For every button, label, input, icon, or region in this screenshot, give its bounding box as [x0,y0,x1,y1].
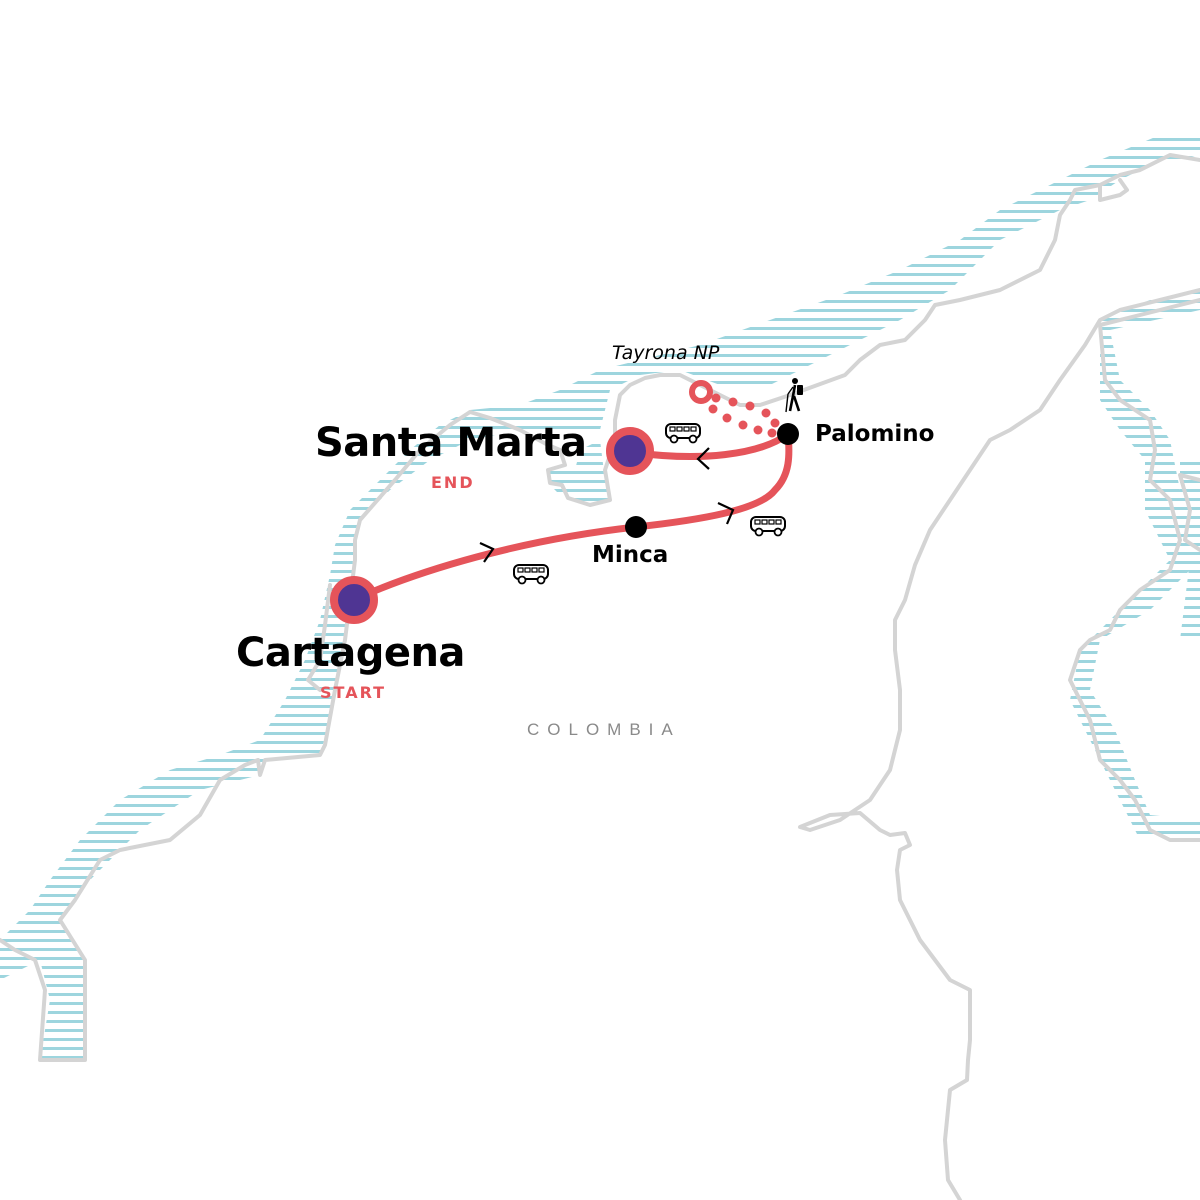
direction-arrows [479,447,735,563]
stop-minca[interactable] [625,516,647,538]
label-palomino: Palomino [815,421,935,447]
arrow-right-icon [717,502,735,525]
bus-icon [665,423,701,444]
bus-icon [513,564,549,585]
route-line [349,430,793,604]
sea-hatching [0,135,1200,1060]
label-tayrona-np: Tayrona NP [612,342,720,364]
label-cartagena: Cartagena [236,630,465,676]
tag-end: END [431,473,475,492]
stop-palomino[interactable] [777,423,799,445]
stop-cartagena[interactable] [330,576,378,624]
arrow-left-icon [696,447,710,470]
coastline [0,153,1200,1200]
label-santa-marta: Santa Marta [315,420,587,466]
hiker-icon [785,378,803,413]
arrow-right-icon [479,542,495,563]
label-minca: Minca [592,542,669,568]
bus-icon [750,516,786,537]
tag-start: START [320,683,387,702]
stop-santa-marta[interactable] [606,427,654,475]
tayrona-side-trip [689,380,780,438]
label-country: COLOMBIA [527,720,681,739]
